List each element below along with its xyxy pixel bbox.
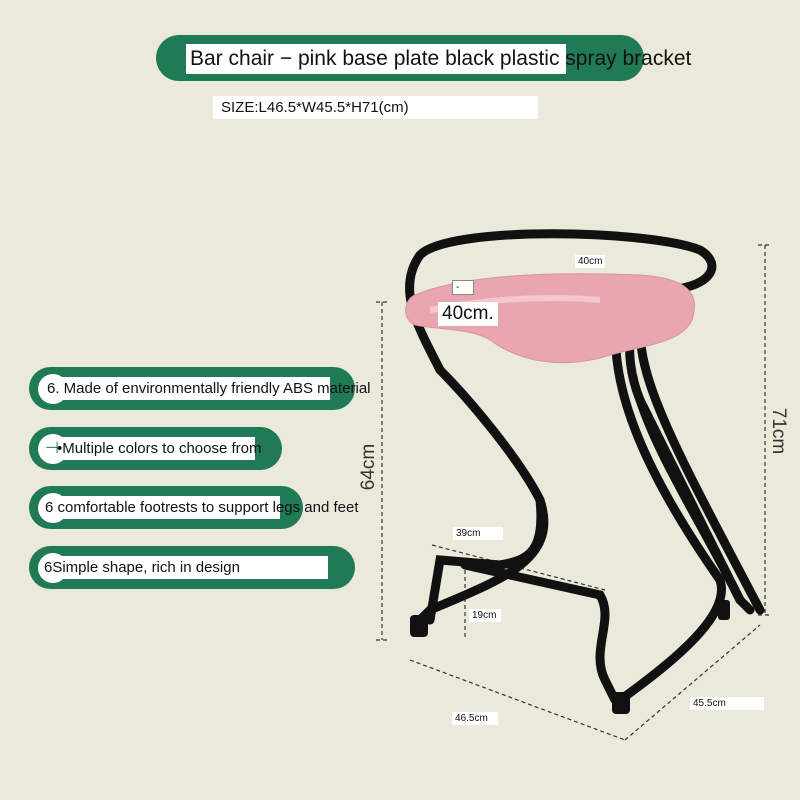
seat-dash-label: - (452, 280, 474, 295)
seat-height-label: 64cm (358, 443, 380, 491)
feature-label: 6 comfortable footrests to support legs … (45, 499, 359, 516)
feature-label: 6Simple shape, rich in design (44, 559, 240, 576)
footrest-height-label: 19cm (469, 609, 501, 622)
seat-width-large-label: 40cm. (438, 302, 498, 326)
size-text: SIZE:L46.5*W45.5*H71(cm) (221, 99, 409, 116)
seat-plate (405, 273, 695, 364)
total-height-label: 71cm (768, 407, 790, 455)
feature-label: •Multiple colors to choose from (57, 440, 262, 457)
title-box (186, 44, 566, 74)
size-box (213, 96, 538, 119)
length-label: 46.5cm (452, 712, 498, 725)
feature-prefix-icon: ⊣ (45, 440, 59, 457)
width-label: 45.5cm (690, 697, 764, 710)
seat-width-small-label: 40cm (575, 255, 606, 268)
product-title: Bar chair − pink base plate black plasti… (190, 47, 692, 70)
feature-label: 6. Made of environmentally friendly ABS … (47, 380, 371, 397)
footrest-width-label: 39cm (453, 527, 503, 540)
